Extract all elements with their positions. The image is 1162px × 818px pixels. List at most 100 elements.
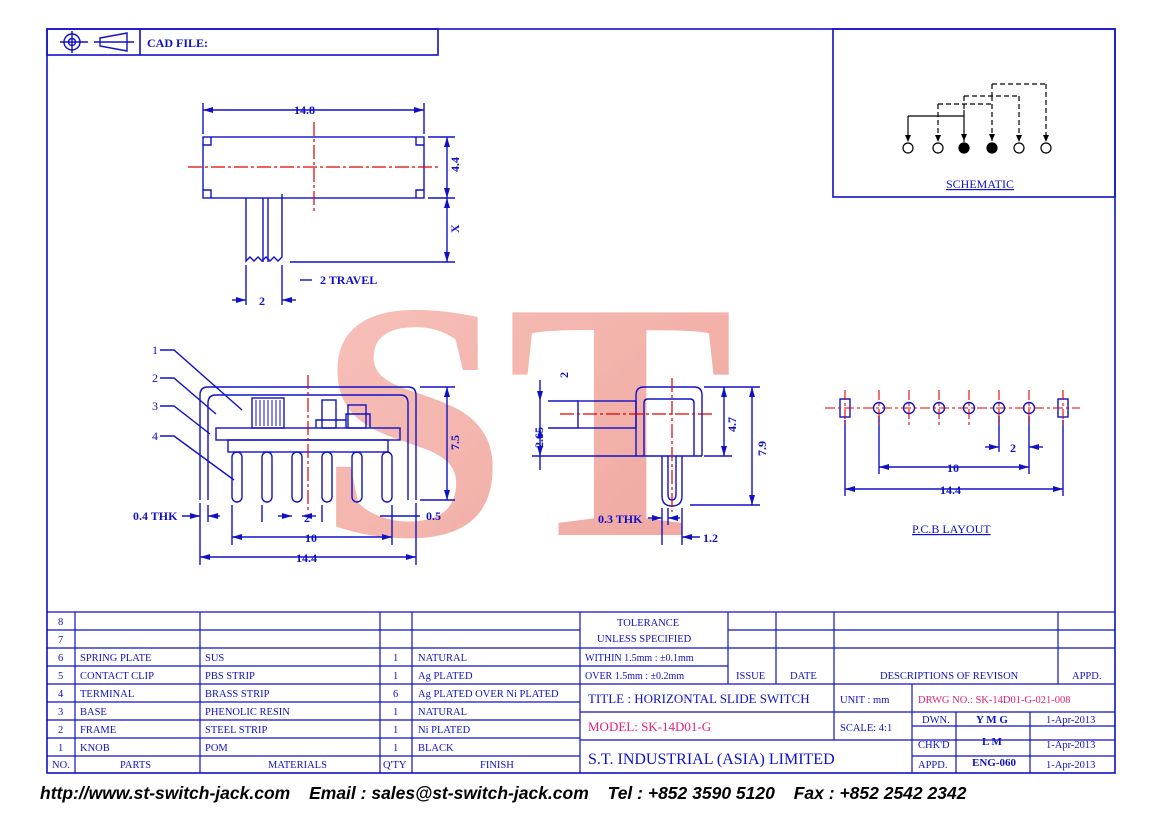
st-logo-watermark: ST <box>318 232 734 609</box>
row-finish: NATURAL <box>418 707 467 718</box>
table-row: 1 KNOB POM 1 BLACK <box>58 743 454 754</box>
row-qty: 1 <box>393 671 398 682</box>
dim-side-d: 7.9 <box>755 441 769 456</box>
dim-front-pitch: 2 <box>304 511 310 525</box>
email-link[interactable]: Email : sales@st-switch-jack.com <box>309 783 589 803</box>
row-no: 6 <box>58 653 63 664</box>
dim-front-span10: 10 <box>305 531 317 545</box>
row-finish: Ni PLATED <box>418 725 471 736</box>
row-material: SUS <box>205 653 224 664</box>
dwn-date: 1-Apr-2013 <box>1046 715 1095 726</box>
table-row: 2 FRAME STEEL STRIP 1 Ni PLATED <box>58 725 471 736</box>
unit-label: UNIT : mm <box>840 695 889 706</box>
row-material: POM <box>205 743 228 754</box>
dim-front-height: 7.5 <box>448 435 462 450</box>
row-qty: 1 <box>393 743 398 754</box>
company-name: S.T. INDUSTRIAL (ASIA) LIMITED <box>588 751 835 768</box>
row-no: 5 <box>58 671 63 682</box>
appd-date: 1-Apr-2013 <box>1046 760 1095 771</box>
table-row: 7 <box>58 635 63 646</box>
date-header: DATE <box>790 671 817 682</box>
row-part: TERMINAL <box>80 689 134 700</box>
dim-top-x: X <box>448 224 462 233</box>
appd-name: ENG-060 <box>972 757 1017 769</box>
contact-footer: http://www.st-switch-jack.com Email : sa… <box>40 783 1140 804</box>
callout-4: 4 <box>152 429 158 443</box>
dwn-name: Y M G <box>976 714 1008 726</box>
issue-header: ISSUE <box>736 671 765 682</box>
row-part: FRAME <box>80 725 116 736</box>
row-no: 8 <box>58 617 63 628</box>
title-block-grid <box>580 612 1115 773</box>
chkd-name: L M <box>982 736 1002 748</box>
row-material: STEEL STRIP <box>205 725 267 736</box>
header-materials: MATERIALS <box>268 760 327 771</box>
descriptions-header: DESCRIPTIONS OF REVISON <box>880 671 1019 682</box>
dim-front-thk: 0.4 THK <box>133 509 178 523</box>
tolerance-within: WITHIN 1.5mm : ±0.1mm <box>585 653 694 664</box>
dim-pcb-pitch: 2 <box>1010 441 1016 455</box>
model-number: MODEL: SK-14D01-G <box>588 719 711 734</box>
appd-header: APPD. <box>1072 671 1101 682</box>
row-finish: Ag PLATED <box>418 671 473 682</box>
row-no: 7 <box>58 635 63 646</box>
drawing-title: TITLE : HORIZONTAL SLIDE SWITCH <box>588 691 810 706</box>
row-no: 3 <box>58 707 63 718</box>
schematic-box <box>832 28 1116 198</box>
tolerance-unless: UNLESS SPECIFIED <box>597 634 692 645</box>
parts-table: 8 7 6 SPRING PLATE SUS 1 NATURAL 5 CONTA… <box>52 617 559 771</box>
table-row: 5 CONTACT CLIP PBS STRIP 1 Ag PLATED <box>58 671 473 682</box>
header-parts: PARTS <box>120 760 151 771</box>
dim-pcb-span10: 10 <box>947 461 959 475</box>
header-no: NO. <box>52 760 70 771</box>
drawing-number: DRWG NO.: SK-14D01-G-021-008 <box>918 695 1071 706</box>
schematic-caption: SCHEMATIC <box>946 177 1014 191</box>
row-finish: BLACK <box>418 743 454 754</box>
projection-symbol-icon <box>60 31 134 53</box>
row-no: 2 <box>58 725 63 736</box>
pcb-layout-caption: P.C.B LAYOUT <box>912 522 991 536</box>
table-row: 6 SPRING PLATE SUS 1 NATURAL <box>58 653 467 664</box>
dim-pcb-span144: 14.4 <box>940 483 961 497</box>
row-qty: 1 <box>393 653 398 664</box>
parts-table-grid <box>47 611 1115 773</box>
chkd-date: 1-Apr-2013 <box>1046 740 1095 751</box>
row-finish: NATURAL <box>418 653 467 664</box>
row-no: 1 <box>58 743 63 754</box>
row-finish: Ag PLATED OVER Ni PLATED <box>418 689 559 700</box>
dim-side-c: 4.7 <box>725 417 739 432</box>
callout-2: 2 <box>152 371 158 385</box>
row-qty: 6 <box>393 689 398 700</box>
dim-top-width: 14.8 <box>294 103 315 117</box>
row-no: 4 <box>58 689 64 700</box>
table-row: 8 <box>58 617 63 628</box>
tolerance-over: OVER 1.5mm : ±0.2mm <box>585 671 684 682</box>
cad-file-label: CAD FILE: <box>147 36 208 50</box>
dim-side-e: 1.2 <box>703 531 718 545</box>
chkd-label: CHK'D <box>918 740 950 751</box>
sheet-border <box>46 28 1116 774</box>
table-row: 4 TERMINAL BRASS STRIP 6 Ag PLATED OVER … <box>58 689 559 700</box>
fax-text: Fax : +852 2542 2342 <box>793 783 967 803</box>
header-finish: FINISH <box>480 760 514 771</box>
tolerance-label: TOLERANCE <box>617 618 679 629</box>
row-part: KNOB <box>80 743 110 754</box>
callout-1: 1 <box>152 343 158 357</box>
appd-label: APPD. <box>918 760 947 771</box>
logo-letters: ST <box>318 232 734 609</box>
dim-front-span144: 14.4 <box>296 551 317 565</box>
row-part: SPRING PLATE <box>80 653 151 664</box>
website-link[interactable]: http://www.st-switch-jack.com <box>40 783 291 803</box>
dim-top-height: 4.4 <box>448 157 462 172</box>
row-material: PHENOLIC RESIN <box>205 707 290 718</box>
dim-side-a: 2 <box>557 372 571 378</box>
phone-text: Tel : +852 3590 5120 <box>607 783 775 803</box>
cad-file-box <box>46 28 439 56</box>
row-qty: 1 <box>393 725 398 736</box>
row-qty: 1 <box>393 707 398 718</box>
callout-3: 3 <box>152 399 158 413</box>
row-part: BASE <box>80 707 107 718</box>
dim-side-b: 2.65 <box>532 427 546 448</box>
table-row: 3 BASE PHENOLIC RESIN 1 NATURAL <box>58 707 467 718</box>
